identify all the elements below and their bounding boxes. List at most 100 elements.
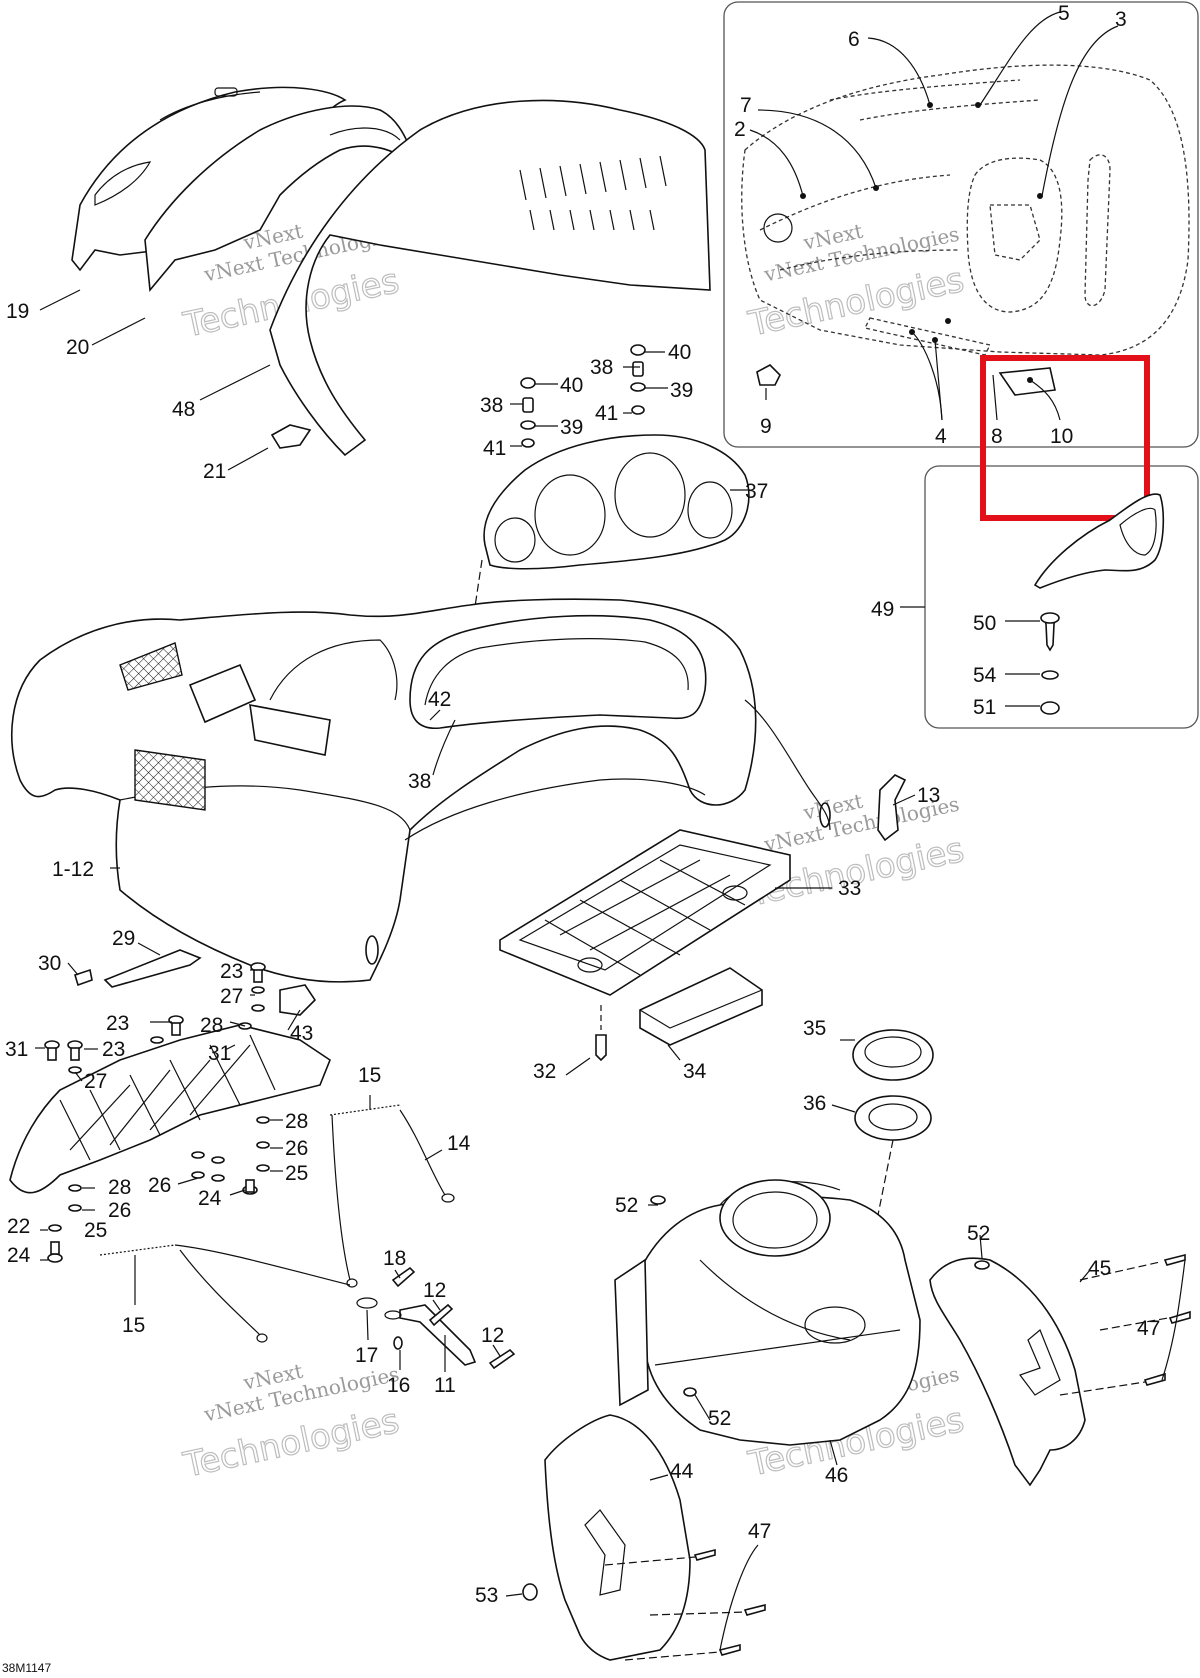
hood-mesh-lower (134, 749, 206, 811)
part-17-ring-b (384, 1310, 402, 1320)
inset-gauge-oval (1084, 154, 1111, 307)
callout-46: 46 (825, 1464, 848, 1487)
part-30-pin (74, 968, 93, 987)
hood-headlight-2 (249, 704, 331, 756)
inset-console (966, 157, 1063, 313)
part-45-chevron (1019, 1329, 1061, 1396)
part-44-duct (544, 1414, 691, 1661)
gauge-opening-3 (614, 452, 686, 538)
part-13-bracket (877, 774, 907, 842)
part-9-clip (756, 364, 781, 386)
part-15-spring-upper (329, 1104, 401, 1116)
callout-7: 7 (740, 94, 752, 117)
hood-inner-curve (404, 778, 706, 841)
inset-hood-line-d (859, 99, 1041, 121)
callout-16: 16 (387, 1374, 410, 1397)
callout-52: 52 (615, 1194, 638, 1217)
callout-12: 12 (423, 1279, 446, 1302)
callout-26: 26 (148, 1174, 171, 1197)
inset-console-inner (989, 204, 1041, 261)
part-54-washer (1041, 670, 1059, 680)
callout-49: 49 (871, 598, 894, 621)
callout-31: 31 (5, 1038, 28, 1061)
callout-28: 28 (285, 1110, 308, 1133)
part-22-hinge-lattice (59, 1034, 276, 1161)
part-22-hinge-bracket (9, 1024, 331, 1194)
callout-52: 52 (967, 1222, 990, 1245)
callout-54: 54 (973, 664, 997, 687)
part-46-fold (699, 1259, 851, 1341)
part-36-gasket (854, 1095, 932, 1141)
callout-11: 11 (434, 1374, 456, 1397)
callout-25: 25 (285, 1162, 308, 1185)
callout-47: 47 (748, 1520, 771, 1543)
callout-8: 8 (991, 425, 1003, 448)
part-50-screw-head (1040, 612, 1060, 624)
callout-19: 19 (6, 300, 29, 323)
callout-38: 38 (590, 356, 613, 379)
callout-25: 25 (84, 1219, 107, 1242)
part-15-cable-upper (331, 1114, 351, 1281)
callout-39: 39 (560, 416, 583, 439)
hood-right-flank (744, 699, 831, 831)
part-15-eye-lower (256, 1333, 268, 1343)
leader-lines (35, 11, 1186, 1651)
part-20-cowl-panel (144, 105, 417, 292)
callout-43: 43 (290, 1022, 313, 1045)
part-16-pin (393, 1336, 403, 1350)
callout-28: 28 (108, 1176, 131, 1199)
part-46-panel (654, 1329, 901, 1366)
callout-45: 45 (1088, 1257, 1111, 1280)
callout-26: 26 (108, 1199, 131, 1222)
callout-29: 29 (112, 927, 135, 950)
part-49-mirror (1033, 493, 1165, 589)
part-43-bracket (279, 984, 317, 1016)
callout-26: 26 (285, 1137, 308, 1160)
part-51-nut (1040, 701, 1060, 715)
part-33-hole-2 (722, 885, 748, 901)
inset-frame-decals (723, 1, 1199, 448)
part-33-hole-1 (577, 957, 603, 973)
part-14-cable (399, 1109, 446, 1196)
part-35-nut (852, 1029, 934, 1081)
callout-30: 30 (38, 952, 61, 975)
callout-21: 21 (203, 460, 226, 483)
callout-1-12: 1-12 (52, 858, 94, 881)
callout-9: 9 (760, 415, 772, 438)
dot-5 (975, 102, 981, 108)
callout-48: 48 (172, 398, 195, 421)
callout-40: 40 (560, 374, 583, 397)
hood-mesh-upper (119, 642, 183, 691)
callout-50: 50 (973, 612, 996, 635)
callout-31: 31 (208, 1042, 231, 1065)
inset-circle (763, 213, 793, 243)
callout-6: 6 (848, 28, 860, 51)
part-15-spring-lower (99, 1244, 176, 1256)
callout-4: 4 (935, 425, 947, 448)
part-48-louvers (519, 155, 667, 231)
part-33-tray (499, 829, 791, 996)
part-32-screw (595, 1034, 607, 1062)
callout-36: 36 (803, 1092, 826, 1115)
part-33-tray-inner (518, 844, 772, 971)
part-19-handle (214, 87, 238, 97)
part-35-nut-inner (864, 1036, 922, 1068)
part-11-lever (399, 1304, 477, 1366)
callout-3: 3 (1115, 8, 1127, 31)
part-34-pad-top (639, 989, 763, 1029)
callout-53: 53 (475, 1584, 498, 1607)
callout-24: 24 (198, 1187, 222, 1210)
callout-44: 44 (670, 1460, 694, 1483)
part-46-intake-inner (732, 1191, 818, 1249)
part-46-airbox (639, 1195, 921, 1446)
callout-35: 35 (803, 1017, 826, 1040)
callout-5: 5 (1058, 2, 1070, 25)
part-44-chevron (584, 1509, 626, 1596)
watermark-top-right: vNext vNext Technologies Technologies (744, 219, 968, 346)
gauge-opening-4 (687, 481, 733, 539)
part-20-fold (329, 127, 401, 141)
callout-42: 42 (428, 688, 451, 711)
part-29-rod (103, 949, 202, 988)
callout-10: 10 (1050, 425, 1073, 448)
callout-15: 15 (358, 1064, 381, 1087)
